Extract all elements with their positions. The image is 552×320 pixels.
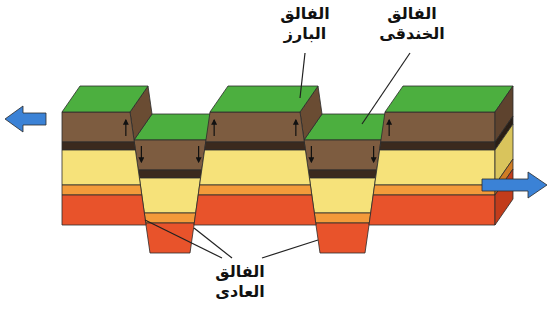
tension-arrow: [5, 106, 46, 132]
horst-layer: [206, 112, 305, 142]
leader-line: [262, 240, 318, 258]
leader-line: [362, 53, 410, 124]
horst-layer: [200, 150, 311, 185]
graben-layer: [144, 213, 195, 223]
horst-label: الفالق البارز: [267, 4, 343, 44]
motion-arrow: [373, 146, 374, 162]
graben-layer: [134, 140, 206, 170]
leader-line: [145, 220, 222, 258]
side-layer: [495, 169, 513, 225]
horst-top: [62, 86, 148, 112]
horst-layer: [62, 185, 142, 195]
horst-layer: [381, 112, 495, 142]
horst-layer: [62, 112, 134, 142]
leader-line: [194, 228, 232, 258]
horst-top: [385, 86, 513, 112]
horst-layer: [373, 185, 495, 195]
motion-arrow: [389, 120, 390, 136]
horst-layer: [62, 150, 140, 185]
normal-fault-label: الفالق العادى: [200, 262, 280, 302]
horst-layer: [369, 195, 495, 225]
motion-arrow: [311, 146, 312, 162]
graben-layer: [308, 170, 377, 178]
motion-arrow: [198, 146, 199, 162]
graben-layer: [314, 213, 370, 223]
graben-layer: [309, 178, 375, 213]
horst-layer: [62, 195, 146, 225]
horst-layer: [194, 195, 316, 225]
horst-layer: [375, 150, 495, 185]
horst-top: [210, 86, 318, 112]
graben-layer: [316, 223, 370, 253]
horst-layer: [198, 185, 312, 195]
motion-arrow: [295, 120, 296, 136]
motion-arrow: [141, 146, 142, 162]
leader-line: [300, 53, 305, 98]
horst-layer: [380, 142, 495, 150]
graben-layer: [146, 223, 195, 253]
graben-layer: [304, 140, 381, 170]
tension-arrow: [482, 172, 547, 198]
graben-label: الفالق الخندقى: [372, 4, 452, 44]
motion-arrow: [125, 120, 126, 136]
motion-arrow: [214, 120, 215, 136]
horst-layer: [205, 142, 306, 150]
horst-layer: [62, 142, 135, 150]
graben-layer: [138, 170, 202, 178]
graben-layer: [139, 178, 200, 213]
